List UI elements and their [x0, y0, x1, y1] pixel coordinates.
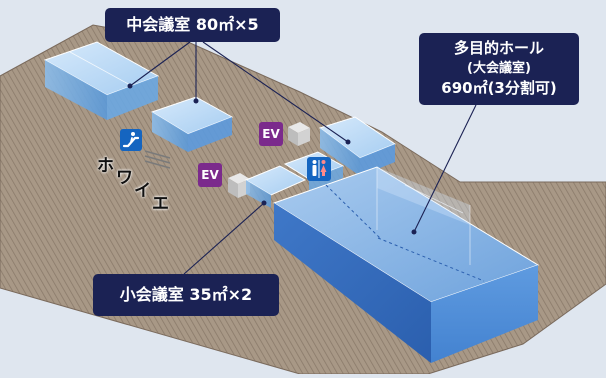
medium-room-2 [150, 96, 234, 152]
foyer-label-char-2: ワ [116, 168, 133, 188]
small-room-label-text: 小会議室 35㎡×2 [119, 285, 253, 304]
leader-lines [129, 41, 477, 275]
escalator-icon [120, 129, 142, 151]
restroom-icon [307, 157, 331, 181]
foyer-label-char-3: イ [134, 181, 151, 201]
elevator-shaft-1 [288, 122, 310, 146]
leader-dots [127, 83, 417, 235]
foyer-label-char-1: ホ [97, 156, 114, 176]
medium-room-label: 中会議室 80㎡×5 [105, 8, 280, 42]
small-room-label: 小会議室 35㎡×2 [93, 274, 279, 316]
multipurpose-hall [272, 166, 540, 363]
hall-partition-3 [404, 184, 464, 214]
foyer-label-char-4: エ [152, 194, 169, 214]
hall-label-line2: (大会議室) [467, 61, 531, 76]
hall-label-line1: 多目的ホール [453, 39, 544, 57]
elevator-badge-1: EV [259, 122, 283, 146]
medium-room-3 [318, 116, 397, 176]
hall-label-line3: 690㎡(3分割可) [441, 79, 557, 97]
hall-partition-1 [325, 184, 381, 239]
medium-room-1 [43, 41, 160, 120]
elevator-badge-2: EV [198, 163, 222, 187]
hall-partition-2 [377, 237, 485, 282]
medium-room-label-text: 中会議室 80㎡×5 [126, 15, 259, 34]
escalator-steps [144, 150, 171, 169]
multipurpose-hall-label: 多目的ホール (大会議室) 690㎡(3分割可) [419, 33, 579, 105]
